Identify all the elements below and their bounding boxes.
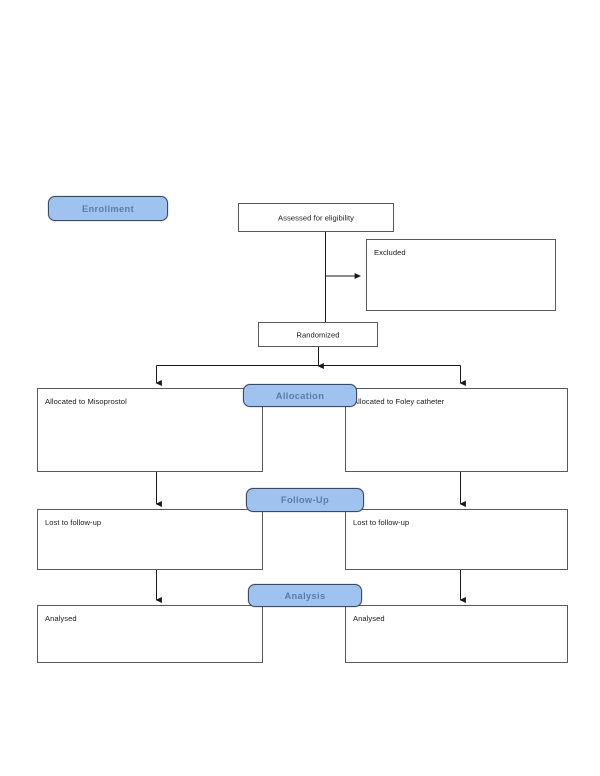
node-analysed-left: Analysed bbox=[37, 605, 263, 663]
node-label-excluded: Excluded bbox=[374, 248, 406, 257]
node-label-lost-to-followup-right: Lost to follow-up bbox=[353, 518, 410, 527]
stage-label-followup: Follow-Up bbox=[280, 495, 330, 505]
stage-label-allocation: Allocation bbox=[275, 390, 325, 401]
node-assessed-for-eligibility: Assessed for eligibility bbox=[238, 203, 394, 232]
stage-label-enrollment: Enrollment bbox=[81, 203, 135, 214]
node-label-allocated-foley-catheter: Allocated to Foley catheter bbox=[353, 397, 445, 406]
node-analysed-right: Analysed bbox=[345, 605, 568, 663]
node-label-analysed-left: Analysed bbox=[45, 614, 77, 623]
node-randomized: Randomized bbox=[258, 322, 378, 347]
stage-label-analysis: Analysis bbox=[284, 590, 326, 601]
node-label-analysed-right: Analysed bbox=[353, 614, 385, 623]
stage-pill-allocation: Allocation bbox=[243, 384, 357, 407]
stage-pill-followup: Follow-Up bbox=[246, 488, 364, 512]
node-allocated-misoprostol: Allocated to Misoprostol bbox=[37, 388, 263, 472]
node-excluded: Excluded bbox=[366, 239, 556, 311]
node-allocated-foley-catheter: Allocated to Foley catheter bbox=[345, 388, 568, 472]
stage-pill-enrollment: Enrollment bbox=[48, 196, 168, 221]
node-label-allocated-misoprostol: Allocated to Misoprostol bbox=[45, 397, 127, 406]
node-label-randomized: Randomized bbox=[296, 329, 340, 339]
node-label-assessed-for-eligibility: Assessed for eligibility bbox=[278, 212, 354, 222]
node-lost-to-followup-right: Lost to follow-up bbox=[345, 509, 568, 570]
stage-pill-analysis: Analysis bbox=[248, 584, 362, 607]
node-label-lost-to-followup-left: Lost to follow-up bbox=[45, 518, 102, 527]
node-lost-to-followup-left: Lost to follow-up bbox=[37, 509, 263, 570]
